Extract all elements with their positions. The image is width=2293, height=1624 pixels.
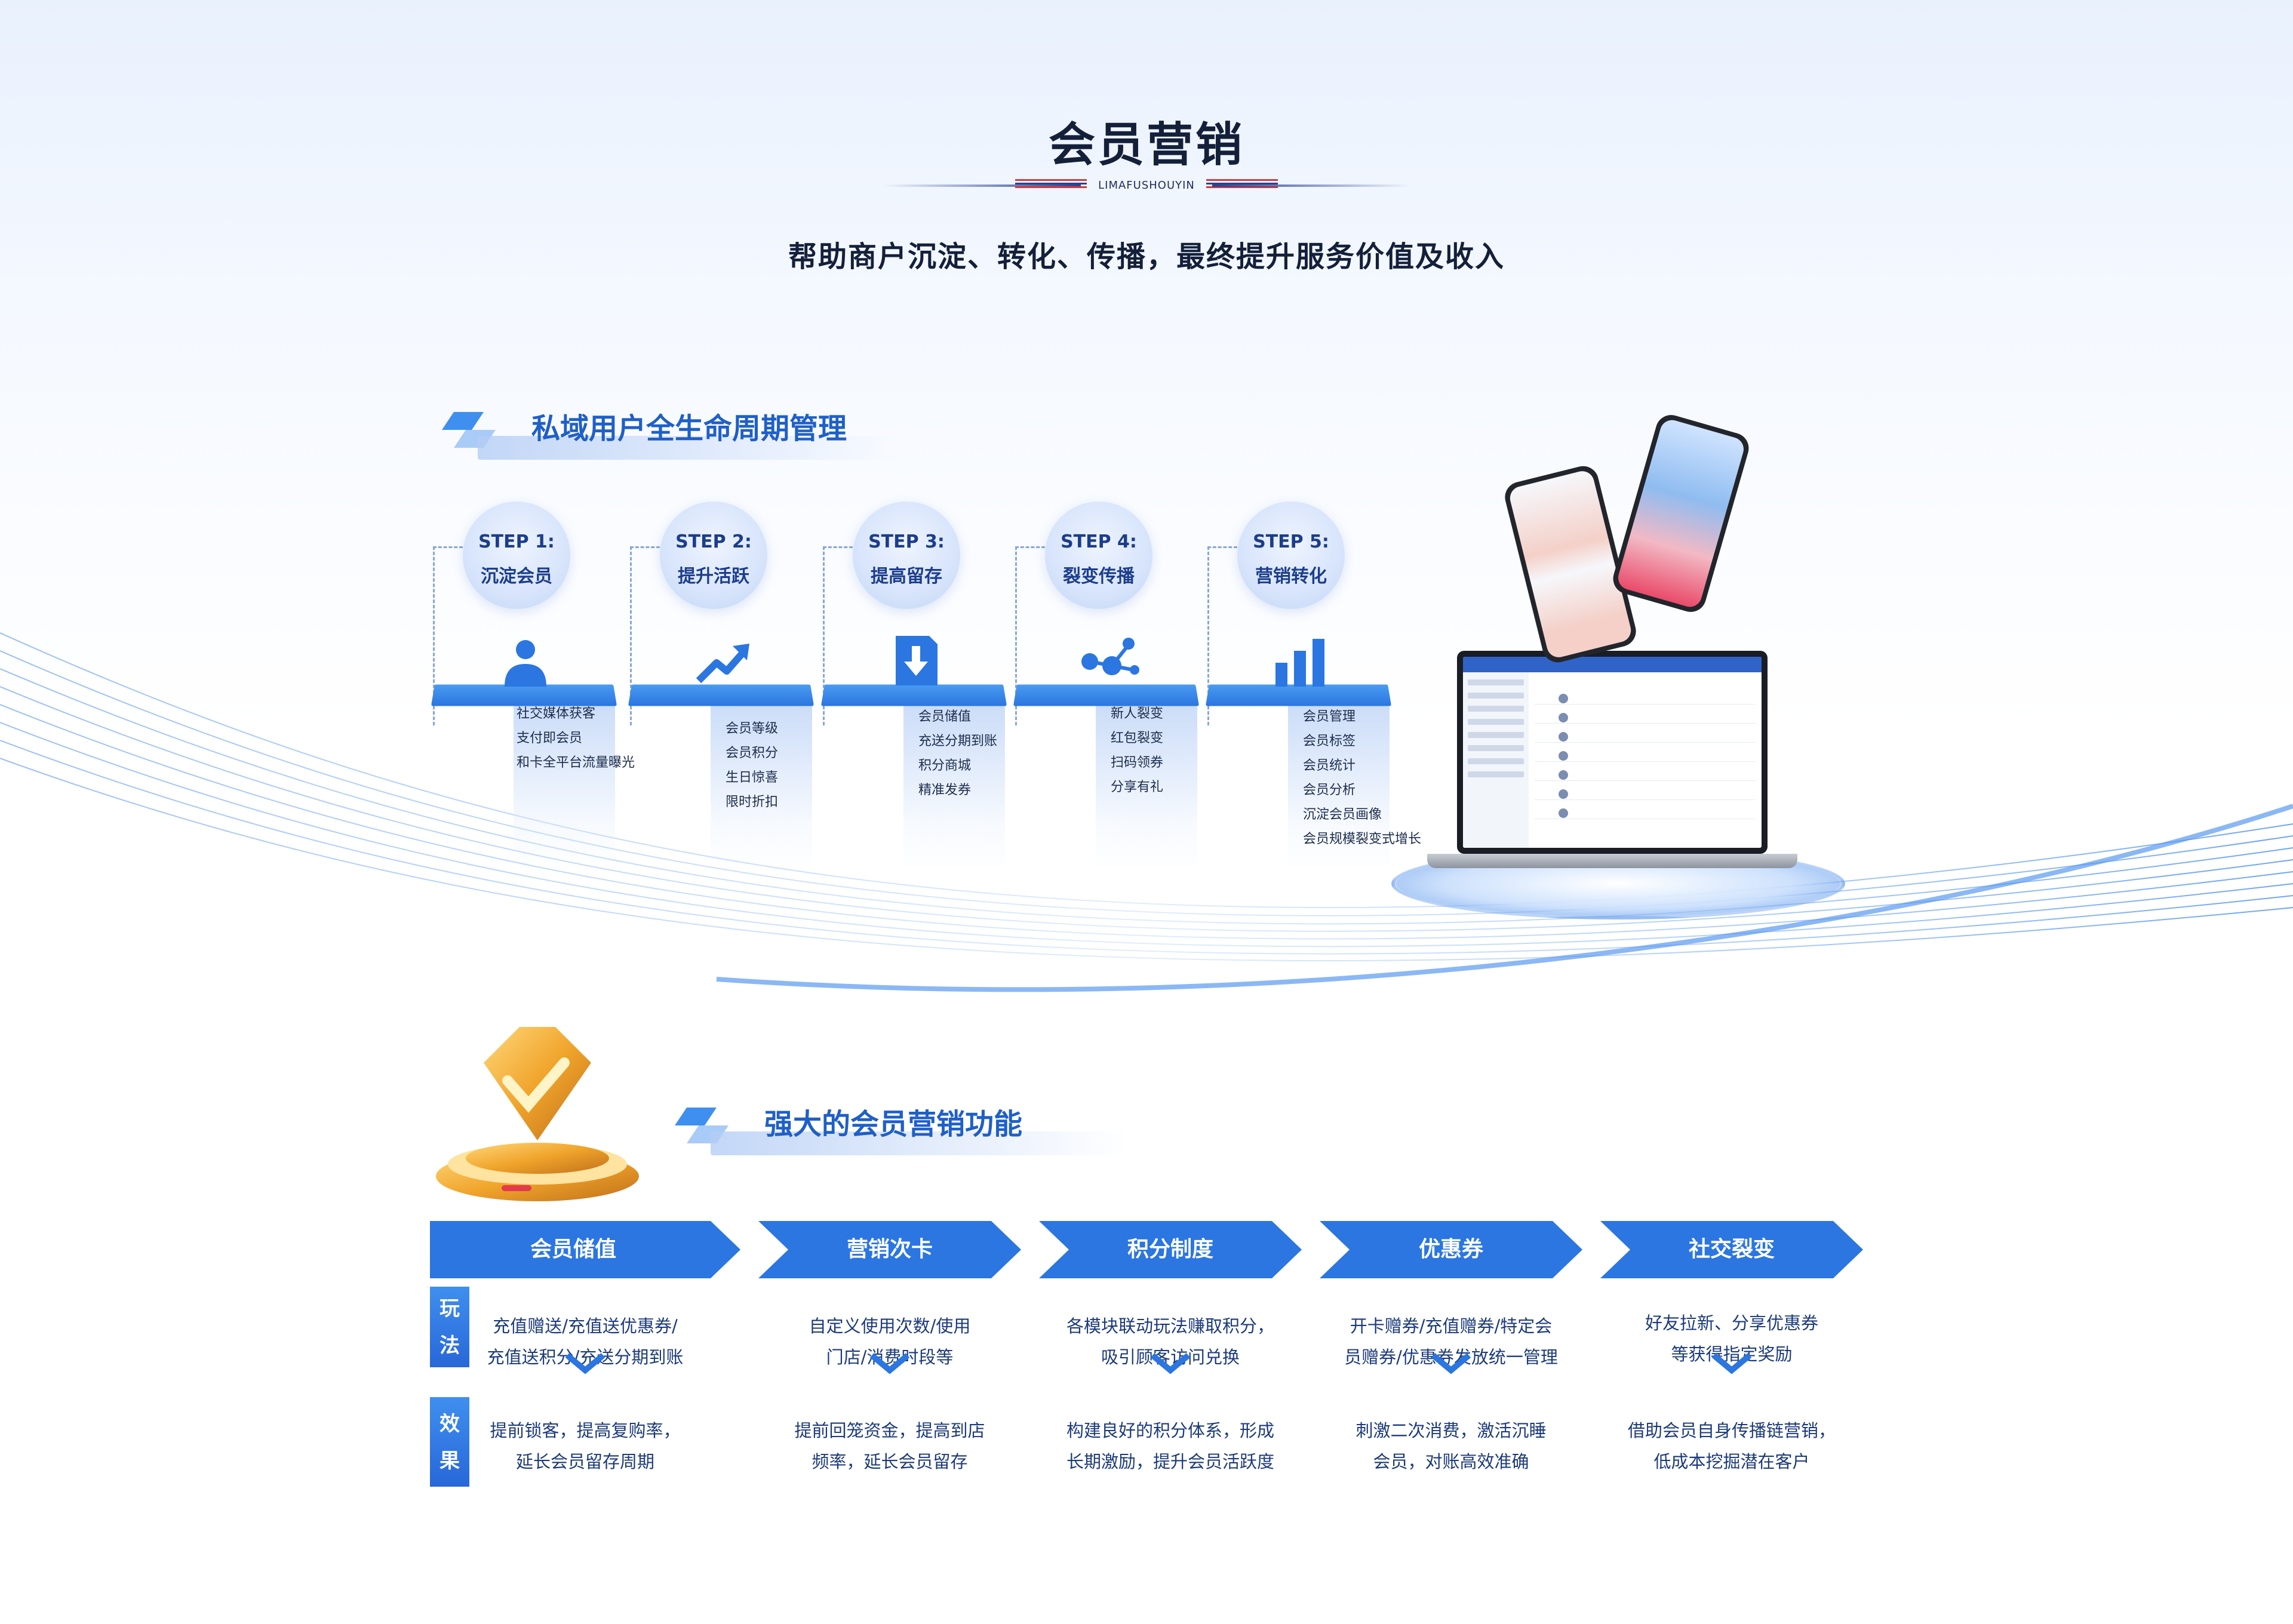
chevron-down-icon [1431, 1353, 1471, 1374]
page-title: 会员营销 [1048, 118, 1244, 172]
step-5: STEP 5:营销转化 会员管理 会员标签 会员统计 会员分析 沉淀会员画像 会… [1205, 502, 1421, 872]
gold-shield-badge-icon [436, 1027, 639, 1201]
feature-coupons: 优惠券 开卡赠券/充值赠券/特定会员赠券/优惠券发放统一管理 刺激二次消费，激活… [1320, 1221, 1582, 1555]
feature-arrow [1039, 1221, 1302, 1278]
chevron-down-icon [869, 1353, 910, 1374]
feature-arrow [1320, 1221, 1582, 1278]
laptop-mockup [1391, 651, 1845, 937]
step-3: STEP 3:提高留存 会员储值 充送分期到账 积分商城 精准发券 [820, 502, 1008, 872]
download-doc-icon [896, 636, 938, 685]
bar-chart-icon [1275, 639, 1324, 687]
brand-text: LIMAFUSHOUYIN [1098, 179, 1195, 192]
feature-marketing-card: 营销次卡 自定义使用次数/使用门店/消费时段等 提前回笼资金，提高到店频率，延长… [758, 1221, 1021, 1555]
wave-decoration [0, 632, 2293, 992]
chevron-down-icon [1711, 1353, 1752, 1374]
phone-mockup-right [1609, 411, 1753, 616]
user-icon [505, 640, 546, 687]
trend-up-icon [696, 644, 749, 684]
step-1: STEP 1:沉淀会员 社交媒体获客 支付即会员 和卡全平台流量曝光 [431, 502, 635, 872]
tagline: 帮助商户沉淀、转化、传播，最终提升服务价值及收入 [788, 240, 1505, 273]
feature-points-system: 积分制度 各模块联动玩法赚取积分，吸引顾客访问兑换 构建良好的积分体系，形成长期… [1039, 1221, 1302, 1555]
step-4: STEP 4:裂变传播 新人裂变 红包裂变 扫码领券 分享有礼 [1013, 502, 1200, 872]
feature-social-fission: 社交裂变 好友拉新、分享优惠券等获得指定奖励 借助会员自身传播链营销，低成本挖掘… [1600, 1221, 1863, 1555]
chevron-down-icon [565, 1353, 605, 1374]
feature-arrow [758, 1221, 1021, 1278]
effect-row-label: 效 果 [430, 1397, 469, 1487]
play-row-label: 玩 法 [430, 1287, 469, 1367]
features-heading: 强大的会员营销功能 [675, 1096, 1212, 1161]
chevron-down-icon [1150, 1353, 1191, 1374]
title-divider: LIMAFUSHOUYIN [884, 179, 1409, 192]
feature-arrow [430, 1221, 740, 1278]
share-nodes-icon [1081, 638, 1139, 675]
feature-arrow [1600, 1221, 1863, 1278]
lifecycle-heading: 私域用户全生命周期管理 [442, 400, 979, 466]
feature-member-stored-value: 会员储值 充值赠送/充值送优惠券/充值送积分/充送分期到账 提前锁客，提高复购率… [430, 1221, 740, 1555]
step-2: STEP 2:提升活跃 会员等级 会员积分 生日惊喜 限时折扣 [628, 502, 815, 872]
